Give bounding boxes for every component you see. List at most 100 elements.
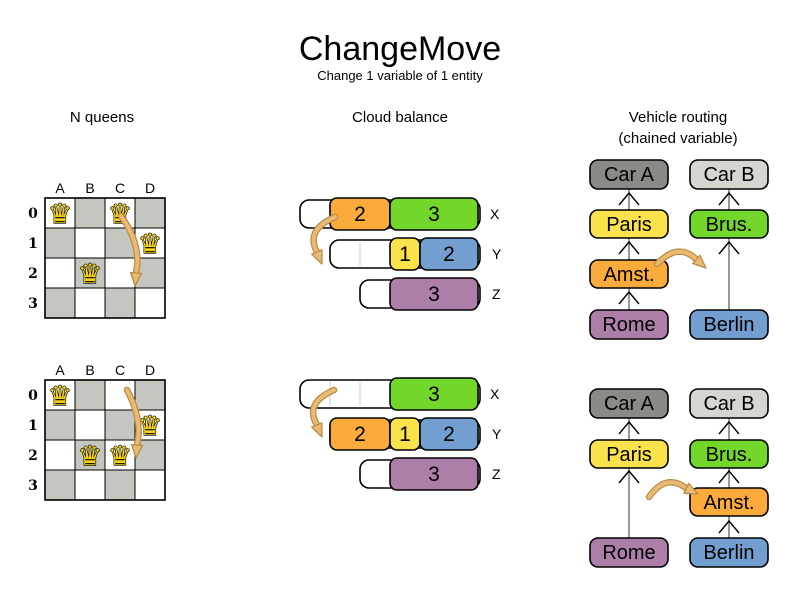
queen-after-d1: ♛ — [138, 411, 162, 442]
row-label-3: 3 — [28, 296, 38, 312]
computer-label-x: X — [490, 386, 500, 402]
board-cell-b1 — [74, 409, 106, 441]
board-cell-c3 — [104, 469, 136, 501]
move-arrowhead — [311, 249, 323, 265]
board-cell-c3 — [104, 287, 136, 319]
chain-arrowhead — [618, 420, 640, 435]
box-car-b — [689, 159, 769, 190]
row-label-3: 3 — [28, 478, 38, 494]
box-amst — [689, 487, 769, 517]
section-title-vehicle: Vehicle routing — [629, 109, 727, 126]
process-value: 2 — [443, 243, 455, 266]
process-value: 2 — [354, 203, 366, 226]
box-label-berlin: Berlin — [703, 314, 754, 336]
box-label-amst: Amst. — [703, 492, 754, 514]
box-label-paris: Paris — [606, 444, 652, 466]
move-arrow — [119, 214, 140, 275]
board-border — [44, 197, 166, 319]
row-label-2: 2 — [28, 266, 38, 282]
board-cell-c2 — [104, 439, 136, 471]
process-value: 2 — [443, 423, 455, 446]
move-arrowhead — [311, 422, 323, 438]
box-label-paris: Paris — [606, 214, 652, 236]
chain-arrowhead — [618, 469, 640, 484]
board-cell-a3 — [44, 287, 76, 319]
col-label-d: D — [145, 180, 155, 196]
col-label-a: A — [55, 180, 65, 196]
row-label-2: 2 — [28, 448, 38, 464]
process-value: 3 — [428, 463, 440, 486]
board-cell-b0 — [74, 197, 106, 229]
cloud-after: 3 X 2 1 2 Y 3 Z — [299, 377, 502, 491]
chain-arrowhead — [718, 191, 740, 206]
box-rome — [589, 309, 669, 340]
board-cell-a3 — [44, 469, 76, 501]
row-label-1: 1 — [28, 236, 38, 252]
queen-after-c2: ♛ — [108, 441, 132, 472]
move-arrow — [311, 388, 336, 427]
process-value: 3 — [428, 383, 440, 406]
board-cell-a2 — [44, 439, 76, 471]
col-label-c: C — [115, 362, 125, 378]
box-berlin — [689, 309, 769, 340]
computer-label-x: X — [490, 206, 500, 222]
box-label-car-b: Car B — [703, 164, 754, 186]
process-value: 3 — [428, 283, 440, 306]
col-label-c: C — [115, 180, 125, 196]
col-label-b: B — [85, 180, 94, 196]
box-label-rome: Rome — [602, 542, 655, 564]
row-label-0: 0 — [28, 388, 38, 404]
cloud-before: 2 3 X 1 2 Y 3 Z — [299, 197, 502, 311]
box-label-berlin: Berlin — [703, 542, 754, 564]
section-title-cloud: Cloud balance — [352, 109, 448, 126]
box-berlin — [689, 537, 769, 568]
section-subtitle-vehicle: (chained variable) — [618, 130, 737, 147]
board-cell-c1 — [104, 409, 136, 441]
chain-arrowhead — [718, 240, 740, 255]
move-arrow — [311, 215, 337, 254]
queen-after-a0: ♛ — [48, 381, 72, 412]
process-block — [419, 237, 479, 271]
board-cell-d3 — [134, 287, 166, 319]
computer-label-z: Z — [492, 286, 501, 302]
computer-label-y: Y — [492, 246, 502, 262]
process-value: 2 — [354, 423, 366, 446]
row-label-1: 1 — [28, 418, 38, 434]
board-cell-a1 — [44, 409, 76, 441]
box-paris — [589, 209, 669, 239]
process-value: 1 — [399, 423, 411, 446]
process-block — [389, 277, 479, 311]
row-label-0: 0 — [28, 206, 38, 222]
chain-arrowhead — [618, 240, 640, 255]
move-arrowhead — [130, 443, 144, 459]
move-arrow — [655, 249, 698, 266]
board-cell-b2 — [74, 257, 106, 289]
queen-before-a0: ♛ — [48, 199, 72, 230]
chain-arrowhead — [618, 191, 640, 206]
box-label-car-a: Car A — [604, 393, 655, 415]
box-car-a — [589, 159, 669, 190]
vehicle-after: Car A Car B Paris Brus. Amst. Rome Berli… — [589, 388, 769, 568]
move-arrowhead — [683, 482, 699, 495]
vehicle-before: Car A Car B Paris Brus. Amst. Rome Berli… — [589, 159, 769, 340]
queen-before-d1: ♛ — [138, 229, 162, 260]
box-brus — [689, 209, 769, 239]
box-paris — [589, 439, 669, 469]
chain-arrowhead — [718, 420, 740, 435]
page-subtitle: Change 1 variable of 1 entity — [317, 68, 483, 83]
board-cells-after — [44, 379, 166, 501]
board-cell-d0 — [134, 197, 166, 229]
box-car-a — [589, 388, 669, 419]
board-cell-b1 — [74, 227, 106, 259]
process-value: 3 — [428, 203, 440, 226]
col-label-d: D — [145, 362, 155, 378]
page-title: ChangeMove — [299, 30, 501, 68]
computer-label-z: Z — [492, 466, 501, 482]
col-label-a: A — [55, 362, 65, 378]
move-arrowhead — [692, 254, 707, 269]
box-label-brus: Brus. — [706, 444, 753, 466]
chain-arrowhead — [618, 290, 640, 305]
section-title-nqueens: N queens — [70, 109, 134, 126]
box-brus — [689, 439, 769, 469]
chain-arrowhead — [718, 469, 740, 484]
